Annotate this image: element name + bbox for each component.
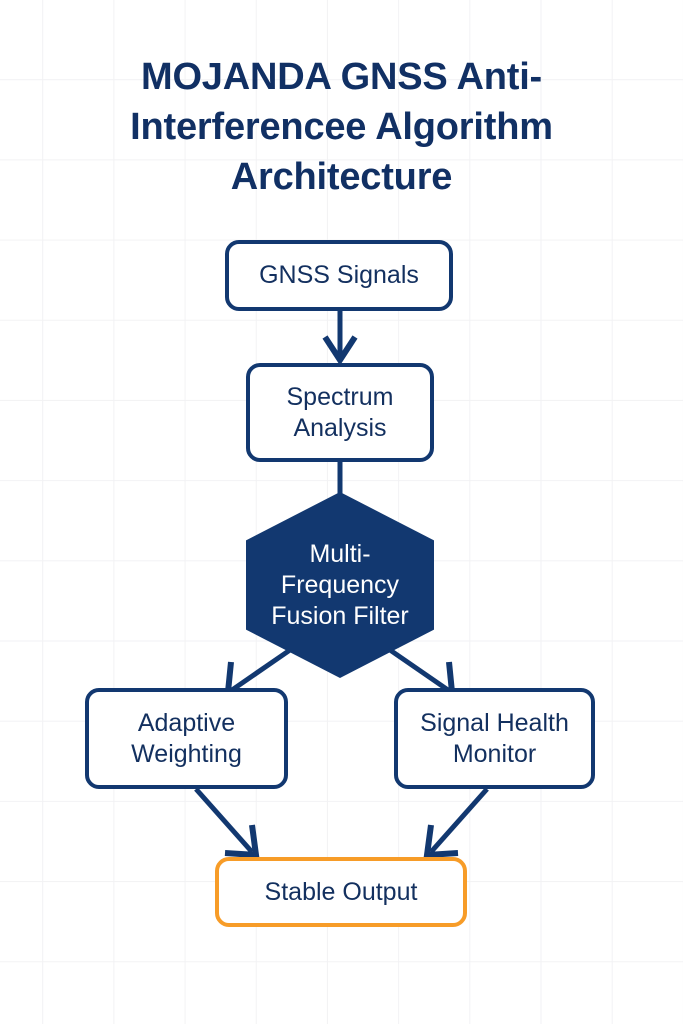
node-multi-frequency-fusion-filter-label: Multi- Frequency Fusion Filter [246, 492, 434, 678]
node-fusion-label-line-3: Fusion Filter [271, 601, 409, 630]
node-gnss-signals[interactable]: GNSS Signals [225, 240, 453, 311]
edge-adaptive-to-output [194, 787, 260, 859]
page-title-line-2: Interferencee Algorithm [130, 106, 553, 148]
node-adaptive-weighting-label-line-2: Weighting [131, 739, 242, 768]
node-stable-output-label: Stable Output [264, 877, 418, 906]
node-fusion-label-line-1: Multi- [309, 539, 371, 568]
page-title-line-1: MOJANDA GNSS Anti- [140, 56, 543, 98]
node-stable-output[interactable]: Stable Output [215, 857, 467, 927]
edge-gnss-to-spectrum [322, 310, 358, 366]
node-spectrum-analysis-label-line-1: Spectrum [286, 382, 394, 411]
node-spectrum-analysis[interactable]: Spectrum Analysis [246, 363, 434, 462]
node-signal-health-monitor-label-line-1: Signal Health [420, 708, 569, 737]
node-signal-health-monitor-label-line-2: Monitor [452, 739, 537, 768]
node-gnss-signals-label: GNSS Signals [259, 261, 419, 289]
node-adaptive-weighting[interactable]: Adaptive Weighting [85, 688, 288, 789]
node-spectrum-analysis-label-line-2: Analysis [293, 413, 387, 442]
node-fusion-label-line-2: Frequency [280, 570, 400, 599]
edge-monitor-to-output [423, 787, 489, 859]
node-signal-health-monitor[interactable]: Signal Health Monitor [394, 688, 595, 789]
node-multi-frequency-fusion-filter[interactable]: Multi- Frequency Fusion Filter [246, 492, 434, 678]
page-title: MOJANDA GNSS Anti- Interferencee Algorit… [50, 52, 633, 202]
node-adaptive-weighting-label-line-1: Adaptive [137, 708, 236, 737]
page-title-line-3: Architecture [230, 156, 453, 198]
